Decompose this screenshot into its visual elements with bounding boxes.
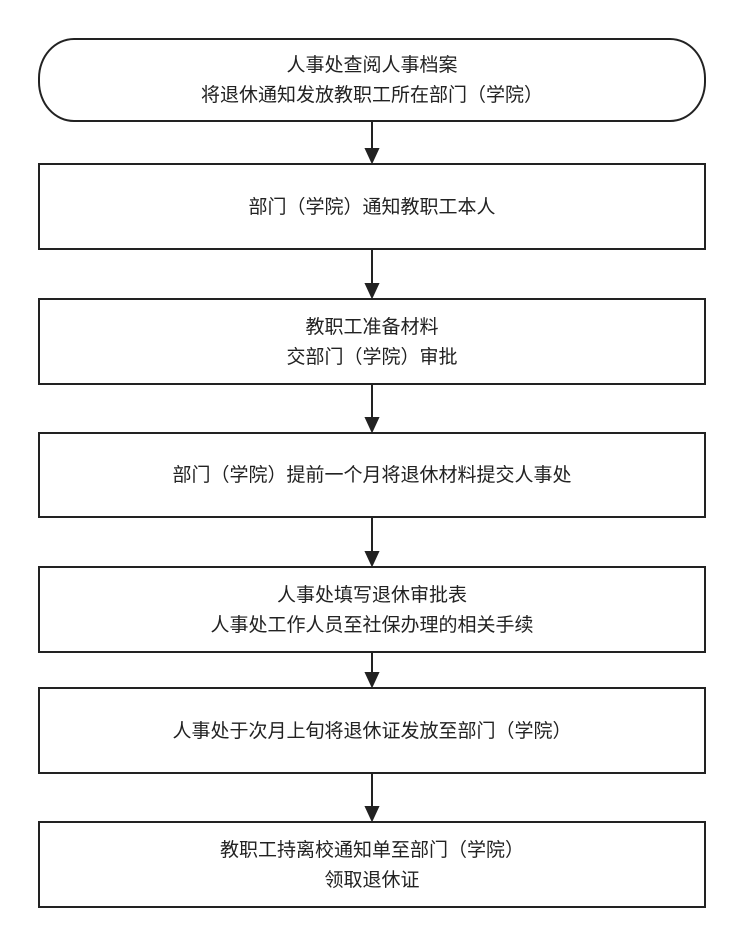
flow-step-6: 人事处于次月上旬将退休证发放至部门（学院） bbox=[38, 687, 706, 774]
flow-step-1-start: 人事处查阅人事档案 将退休通知发放教职工所在部门（学院） bbox=[38, 38, 706, 122]
step-4-line-1: 部门（学院）提前一个月将退休材料提交人事处 bbox=[172, 464, 572, 486]
flow-step-5: 人事处填写退休审批表 人事处工作人员至社保办理的相关手续 bbox=[38, 566, 706, 653]
step-6-line-1: 人事处于次月上旬将退休证发放至部门（学院） bbox=[172, 719, 572, 742]
step-1-line-2: 将退休通知发放教职工所在部门（学院） bbox=[200, 84, 543, 106]
flow-step-3: 教职工准备材料 交部门（学院）审批 bbox=[38, 298, 706, 385]
arrowhead-2-3-icon bbox=[364, 283, 380, 300]
step-1-line-1: 人事处查阅人事档案 bbox=[286, 54, 458, 76]
step-7-line-2: 领取退休证 bbox=[324, 868, 420, 891]
arrowhead-3-4-icon bbox=[364, 417, 380, 434]
flow-step-2: 部门（学院）通知教职工本人 bbox=[38, 163, 706, 250]
flow-step-4: 部门（学院）提前一个月将退休材料提交人事处 bbox=[38, 432, 706, 518]
flow-step-7: 教职工持离校通知单至部门（学院） 领取退休证 bbox=[38, 821, 706, 908]
step-7-line-1: 教职工持离校通知单至部门（学院） bbox=[219, 838, 524, 861]
arrowhead-5-6-icon bbox=[364, 672, 380, 689]
step-3-line-1: 教职工准备材料 bbox=[305, 315, 439, 338]
arrowhead-6-7-icon bbox=[364, 806, 380, 823]
arrowhead-1-2-icon bbox=[364, 148, 380, 165]
step-3-line-2: 交部门（学院）审批 bbox=[286, 345, 458, 368]
step-5-line-1: 人事处填写退休审批表 bbox=[276, 583, 467, 606]
step-2-line-1: 部门（学院）通知教职工本人 bbox=[248, 195, 496, 218]
step-5-line-2: 人事处工作人员至社保办理的相关手续 bbox=[210, 613, 534, 636]
arrowhead-4-5-icon bbox=[364, 551, 380, 568]
